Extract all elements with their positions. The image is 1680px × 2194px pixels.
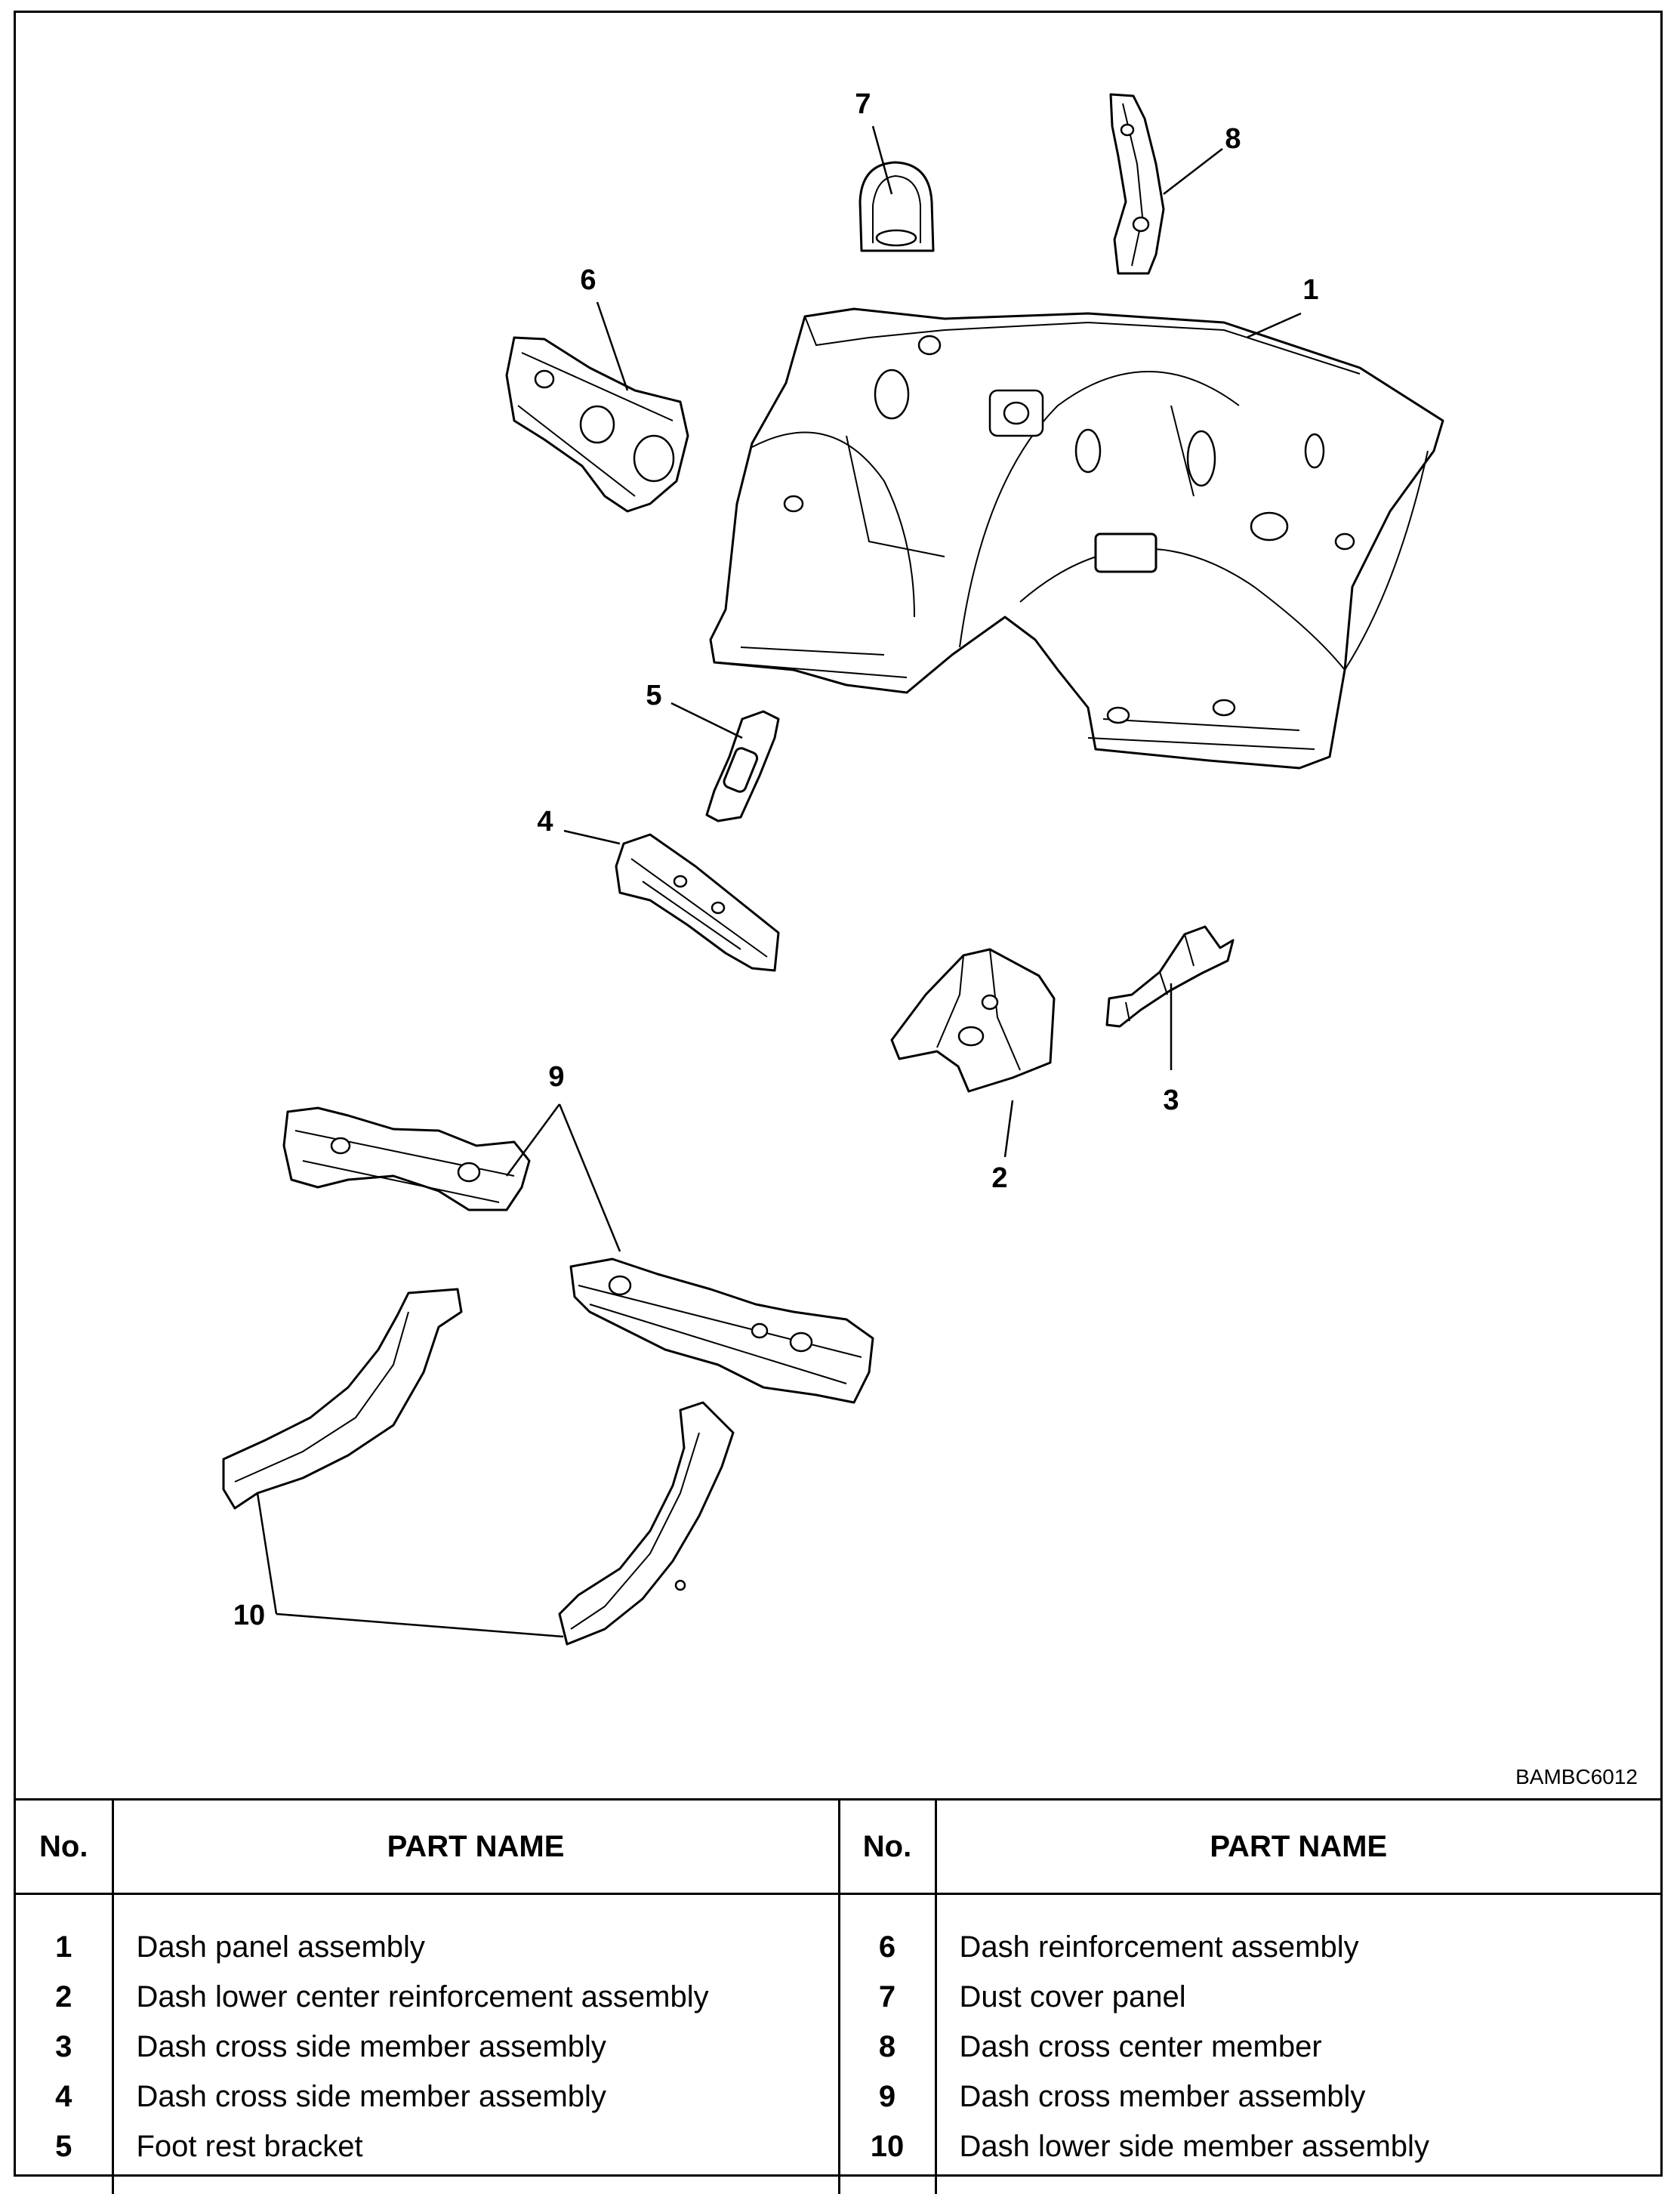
header-part-name-left: PART NAME [111, 1799, 839, 1895]
table-row: 1 Dash panel assembly 6 Dash reinforceme… [16, 1893, 1660, 1972]
part-number: 4 [55, 2079, 72, 2113]
part-name: Dash cross member assembly [934, 2072, 1660, 2121]
exploded-parts-diagram: 1 2 3 4 5 6 7 8 9 10 BAMBC6012 [16, 13, 1660, 1798]
part-name: Dash panel assembly [111, 1893, 839, 1972]
part-3-cross-side-member [1105, 925, 1235, 1028]
part-number: 6 [837, 1893, 936, 1972]
part-name: Dash lower side member assembly [934, 2121, 1660, 2194]
header-part-name-right: PART NAME [934, 1799, 1660, 1895]
part-number: 9 [837, 2072, 936, 2121]
part-10-lower-side-member-lower [558, 1401, 735, 1646]
callout-2: 2 [991, 1162, 1008, 1194]
callout-5: 5 [646, 680, 662, 711]
part-number: 8 [837, 2022, 936, 2072]
part-number: 5 [55, 2129, 72, 2163]
part-10-lower-side-member-upper [222, 1288, 463, 1510]
callout-1: 1 [1302, 274, 1319, 306]
header-no-right: No. [837, 1799, 936, 1895]
part-7-dust-cover [858, 161, 935, 252]
callout-3: 3 [1163, 1085, 1179, 1116]
callout-10: 10 [233, 1600, 266, 1631]
drawing-sheet: 1 2 3 4 5 6 7 8 9 10 BAMBC6012 No. PART … [14, 11, 1663, 2194]
parts-illustration [222, 93, 1444, 1646]
header-no-left: No. [16, 1799, 113, 1895]
part-6-dash-reinforcement [505, 336, 689, 513]
part-name: Dash lower center reinforcement assembly [111, 1972, 839, 2022]
part-5-foot-rest-bracket [705, 710, 780, 822]
part-number: 7 [837, 1972, 936, 2022]
part-number: 2 [55, 1980, 72, 2013]
table-row: 4 Dash cross side member assembly 9 Dash… [16, 2072, 1660, 2121]
part-name: Dash cross center member [934, 2022, 1660, 2072]
part-1-dash-panel [709, 307, 1444, 770]
callout-4: 4 [537, 806, 553, 838]
part-name: Dust cover panel [934, 1972, 1660, 2022]
part-9-cross-member-upper [282, 1106, 531, 1211]
table-row: 2 Dash lower center reinforcement assemb… [16, 1972, 1660, 2022]
leader-lines [256, 125, 1302, 1638]
table-header-row: No. PART NAME No. PART NAME [16, 1799, 1660, 1895]
part-name: Dash cross side member assembly [111, 2072, 839, 2121]
callout-9: 9 [548, 1061, 565, 1093]
part-name: Foot rest bracket [111, 2121, 839, 2194]
callout-8: 8 [1225, 123, 1241, 155]
callout-6: 6 [580, 264, 596, 296]
part-2-lower-center-reinforcement [890, 948, 1056, 1093]
part-number: 10 [837, 2121, 936, 2194]
part-name: Dash cross side member assembly [111, 2022, 839, 2072]
parts-table: No. PART NAME No. PART NAME 1 Dash panel… [16, 1798, 1660, 2194]
part-8-cross-center-member [1109, 93, 1165, 275]
part-4-cross-side-member [615, 833, 780, 972]
part-9-cross-member-lower [569, 1257, 874, 1404]
part-number: 3 [55, 2029, 72, 2063]
figure-code: BAMBC6012 [1515, 1765, 1638, 1788]
table-row: 3 Dash cross side member assembly 8 Dash… [16, 2022, 1660, 2072]
table-row: 5 Foot rest bracket 10 Dash lower side m… [16, 2121, 1660, 2194]
part-number: 1 [55, 1930, 72, 1964]
part-name: Dash reinforcement assembly [934, 1893, 1660, 1972]
callout-7: 7 [855, 88, 871, 120]
